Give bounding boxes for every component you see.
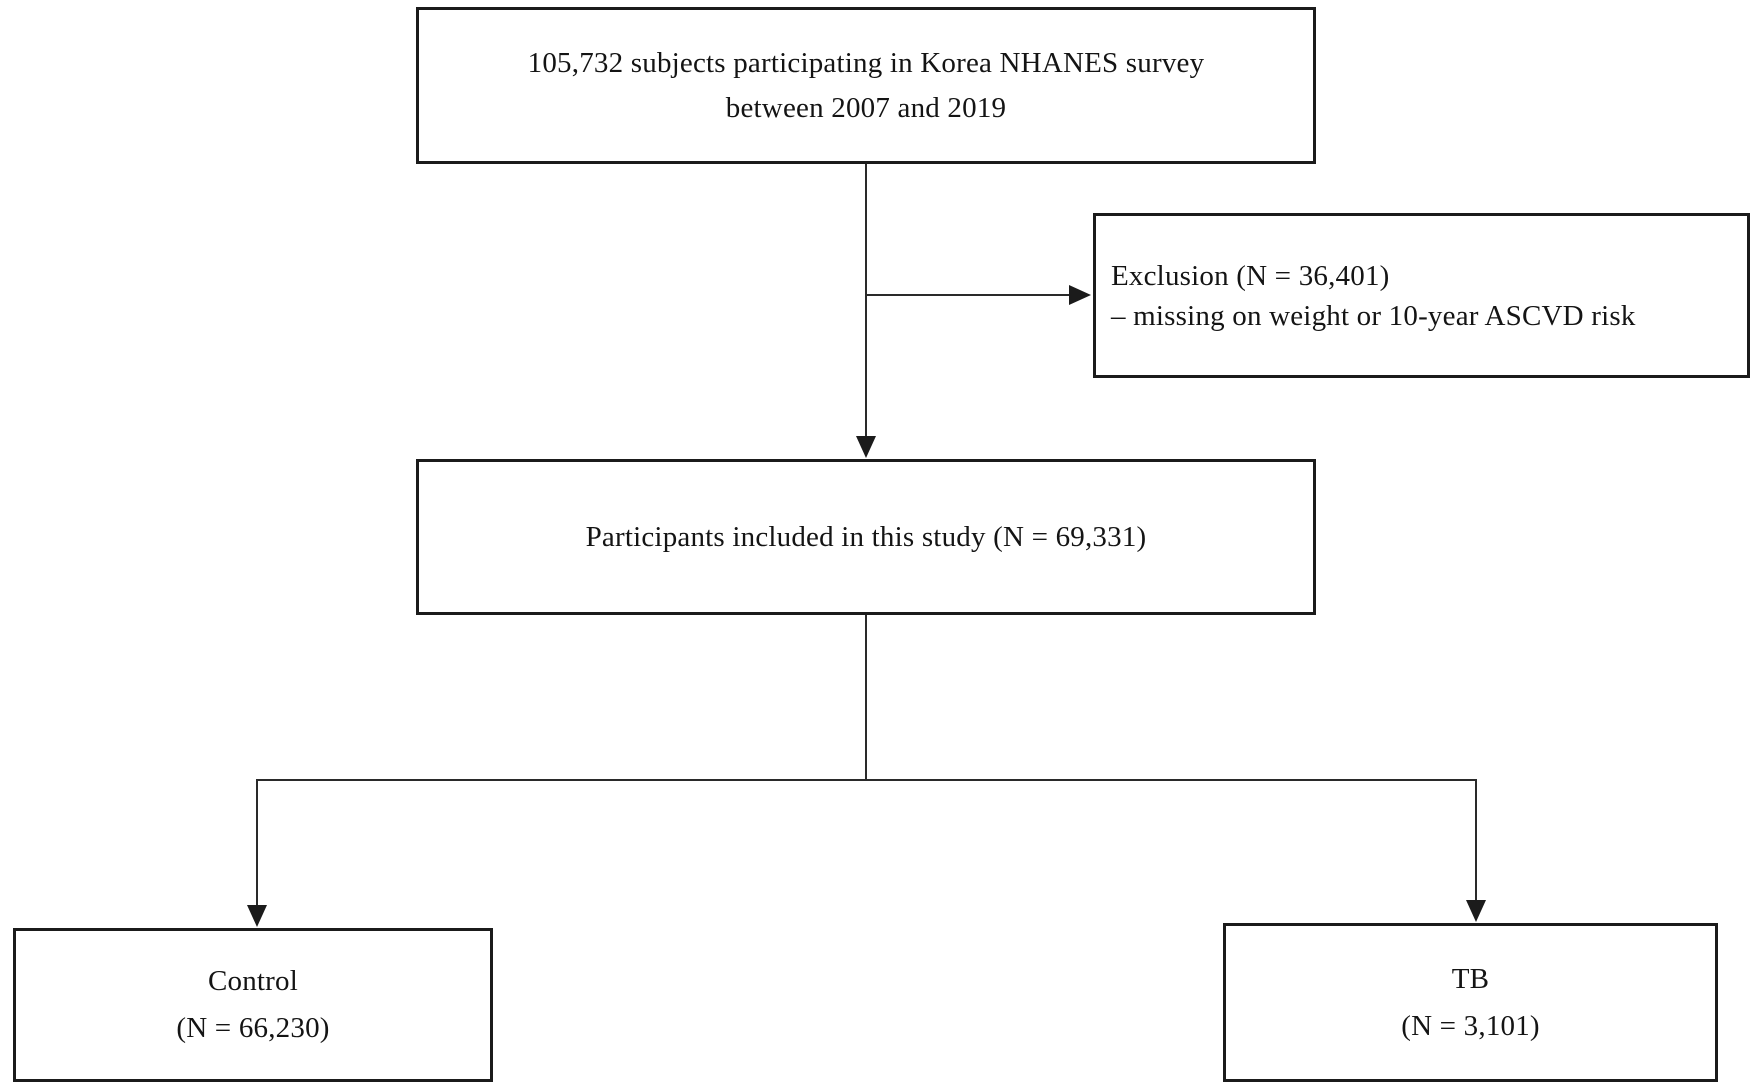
control-group-label: Control xyxy=(207,965,298,997)
arrowhead-right-exclusion xyxy=(1069,285,1091,305)
included-participants-box: Participants included in this study (N =… xyxy=(416,459,1316,615)
included-participants-line1: Participants included in this study (N =… xyxy=(585,520,1147,553)
source-cohort-box: 105,732 subjects participating in Korea … xyxy=(416,7,1316,164)
arrowhead-down-included xyxy=(856,436,876,458)
arrowhead-down-tb xyxy=(1466,900,1486,922)
source-cohort-line2: between 2007 and 2019 xyxy=(725,91,1007,124)
arrowhead-down-control xyxy=(247,905,267,927)
exclusion-box: Exclusion (N = 36,401) – missing on weig… xyxy=(1093,213,1750,378)
tb-group-count: (N = 3,101) xyxy=(1401,1009,1540,1042)
source-cohort-line1: 105,732 subjects participating in Korea … xyxy=(527,46,1205,79)
control-group-count: (N = 66,230) xyxy=(176,1012,330,1044)
exclusion-line1: Exclusion (N = 36,401) xyxy=(1111,259,1390,292)
exclusion-line2: – missing on weight or 10-year ASCVD ris… xyxy=(1111,299,1636,332)
control-group-box: Control (N = 66,230) xyxy=(13,928,493,1082)
tb-group-box: TB (N = 3,101) xyxy=(1223,923,1718,1082)
tb-group-label: TB xyxy=(1451,962,1490,995)
